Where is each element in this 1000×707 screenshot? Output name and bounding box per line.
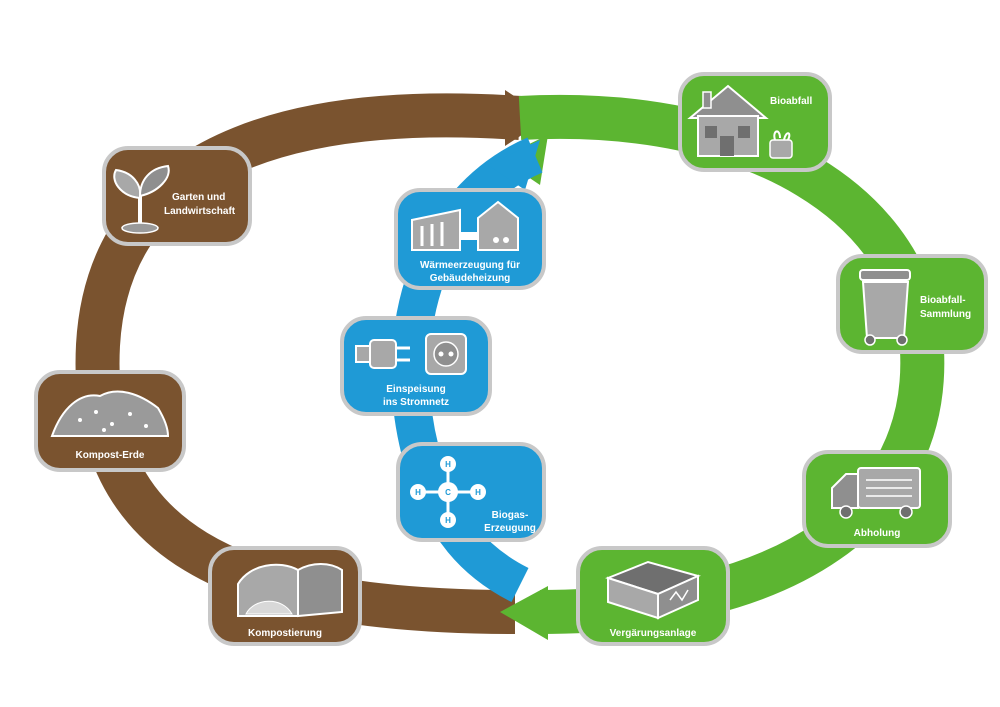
- methane-molecule-icon: C H H H H: [410, 456, 486, 528]
- node-abholung: Abholung: [802, 450, 952, 548]
- node-biogas-label-2: Erzeugung: [484, 523, 536, 534]
- node-waermeerzeugung: Wärmeerzeugung für Gebäudeheizung: [394, 188, 546, 290]
- node-garten-landwirtschaft: Garten und Landwirtschaft: [102, 146, 252, 246]
- truck-icon: [831, 467, 921, 519]
- energy-arrow-head-top: [488, 140, 540, 190]
- atom-h-right-label: H: [475, 488, 481, 497]
- soil-heap-icon: [50, 390, 170, 437]
- heating-icon: [411, 200, 519, 251]
- node-kompostierung-label: Kompostierung: [248, 628, 322, 639]
- node-biogas-erzeugung: C H H H H Biogas- Erzeugung: [396, 442, 546, 542]
- node-bioabfall-sammlung-label-1: Bioabfall-: [920, 295, 966, 306]
- fermenter-icon: [605, 560, 701, 620]
- node-bioabfall-sammlung-label-2: Sammlung: [920, 309, 971, 320]
- biowaste-arrow-head-bottom: [500, 586, 548, 640]
- node-vergaerungsanlage-label: Vergärungsanlage: [610, 628, 697, 639]
- node-waerme-label-2: Gebäudeheizung: [430, 273, 511, 284]
- node-waerme-label-1: Wärmeerzeugung für: [420, 260, 520, 271]
- node-abholung-label: Abholung: [854, 528, 901, 539]
- atom-c-label: C: [445, 488, 451, 497]
- node-bioabfall-sammlung: Bioabfall- Sammlung: [836, 254, 988, 354]
- node-kompostierung: Kompostierung: [208, 546, 362, 646]
- node-kompost-erde: Kompost-Erde: [34, 370, 186, 472]
- atom-h-top-label: H: [445, 460, 451, 469]
- node-kompost-erde-label: Kompost-Erde: [76, 450, 145, 461]
- node-vergaerungsanlage: Vergärungsanlage: [576, 546, 730, 646]
- bin-icon: [859, 269, 911, 346]
- node-garten-label-1: Garten und: [172, 192, 225, 203]
- sprout-icon: [113, 164, 170, 234]
- node-bioabfall-label: Bioabfall: [770, 96, 812, 107]
- node-garten-label-2: Landwirtschaft: [164, 206, 236, 217]
- plug-socket-icon: [355, 333, 467, 375]
- node-strom-label-2: ins Stromnetz: [383, 397, 449, 408]
- house-icon: [687, 84, 793, 159]
- node-bioabfall: Bioabfall: [678, 72, 832, 172]
- atom-h-bottom-label: H: [445, 516, 451, 525]
- compost-hall-icon: [237, 563, 343, 618]
- node-einspeisung-stromnetz: Einspeisung ins Stromnetz: [340, 316, 492, 416]
- atom-h-left-label: H: [415, 488, 421, 497]
- node-biogas-label-1: Biogas-: [492, 510, 529, 521]
- node-strom-label-1: Einspeisung: [386, 384, 445, 395]
